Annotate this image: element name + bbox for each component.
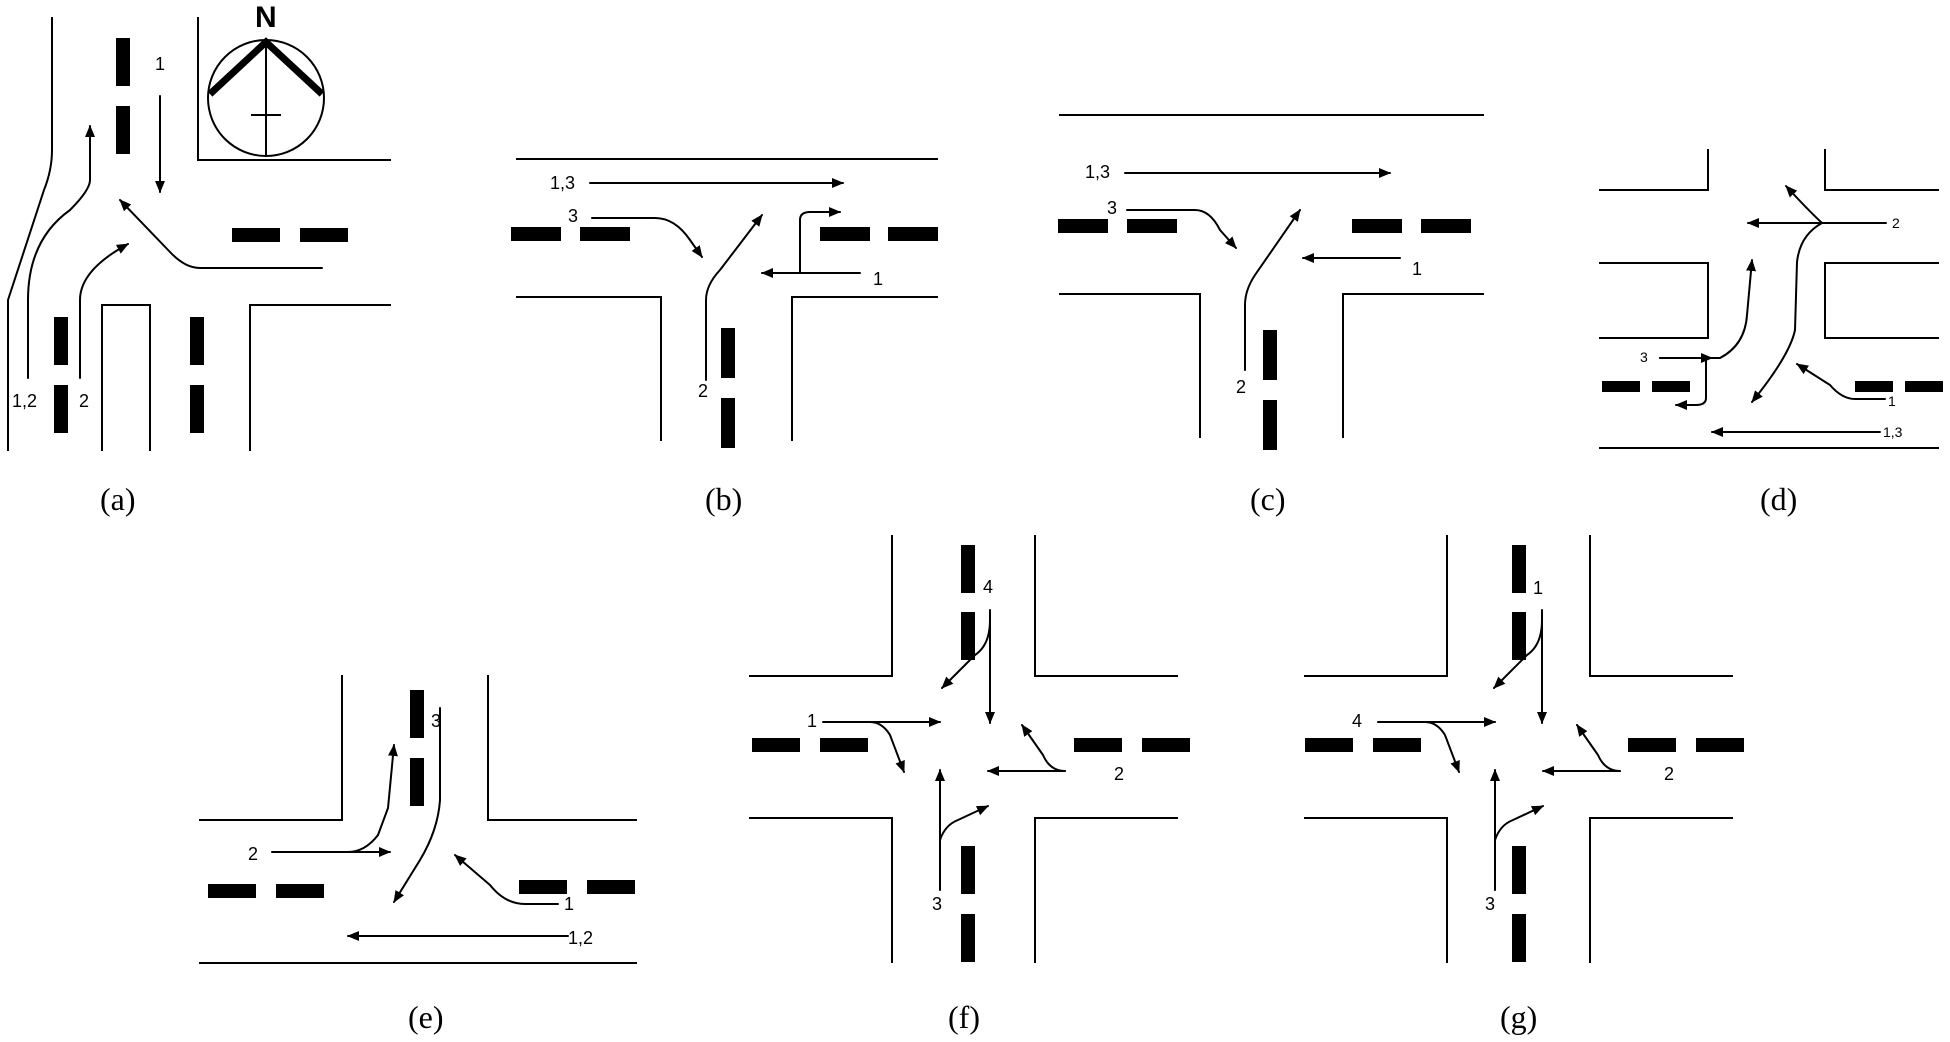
panel-f-roads xyxy=(749,535,1178,963)
panel-a-label-1: 1 xyxy=(155,54,165,74)
panel-d-movements xyxy=(1659,185,1887,437)
panel-e-label-3: 3 xyxy=(431,711,441,731)
panel-c-movements xyxy=(1124,168,1401,371)
panel-g-caption: (g) xyxy=(1500,999,1537,1035)
panel-f-label-2: 2 xyxy=(1114,764,1124,784)
panel-b-label-13: 1,3 xyxy=(550,173,575,193)
panel-e-caption: (e) xyxy=(408,999,444,1035)
panel-a-movements xyxy=(27,95,323,379)
panel-c-caption: (c) xyxy=(1250,481,1286,517)
panel-c-label-1: 1 xyxy=(1412,259,1422,279)
panel-f-label-1: 1 xyxy=(807,711,817,731)
panel-b-lane-markings xyxy=(511,227,938,448)
panel-g-label-3: 3 xyxy=(1485,894,1495,914)
panel-a-roads xyxy=(7,17,391,451)
panel-e-label-1: 1 xyxy=(564,894,574,914)
panel-f-caption: (f) xyxy=(948,999,980,1035)
panel-c-label-3: 3 xyxy=(1107,198,1117,218)
panel-c-roads xyxy=(1059,114,1484,438)
panel-a-caption: (a) xyxy=(100,481,136,517)
panel-b-caption: (b) xyxy=(705,481,742,517)
panel-c-label-2: 2 xyxy=(1236,377,1246,397)
panel-a-label-12: 1,2 xyxy=(12,391,37,411)
north-label: N xyxy=(255,1,277,34)
panel-f-label-3: 3 xyxy=(932,894,942,914)
panel-d-label-3: 3 xyxy=(1640,349,1648,365)
panel-b-label-1: 1 xyxy=(873,269,883,289)
panel-e: 3 2 1 1,2 (e) xyxy=(199,675,637,1035)
panel-c: 1,3 3 1 2 (c) xyxy=(1058,114,1484,517)
panel-e-label-2: 2 xyxy=(248,844,258,864)
panel-a-compass: N xyxy=(207,1,325,157)
panel-g-movements xyxy=(1377,609,1621,891)
panel-e-lane-markings xyxy=(208,690,635,898)
panel-f-label-4: 4 xyxy=(983,577,993,597)
panel-g: 1 4 2 3 (g) xyxy=(1304,535,1744,1035)
panel-g-lane-markings xyxy=(1305,545,1744,962)
panel-c-label-13: 1,3 xyxy=(1085,162,1110,182)
panel-f-movements xyxy=(822,609,1066,891)
panel-b-roads xyxy=(516,158,938,441)
panel-e-label-12: 1,2 xyxy=(568,928,593,948)
panel-e-movements xyxy=(271,707,569,941)
panel-a-lane-markings xyxy=(54,38,348,433)
panel-d-label-2: 2 xyxy=(1892,215,1900,231)
panel-g-label-2: 2 xyxy=(1664,764,1674,784)
panel-d-label-13: 1,3 xyxy=(1883,424,1903,440)
panel-d-roads xyxy=(1599,149,1939,449)
panel-a-label-2: 2 xyxy=(79,391,89,411)
panel-b-label-3: 3 xyxy=(568,206,578,226)
panel-d-lane-markings xyxy=(1602,381,1943,392)
panel-d: 2 3 1 1,3 (d) xyxy=(1599,149,1943,517)
panel-f: 4 1 2 3 (f) xyxy=(749,535,1190,1035)
panel-a: N 1 1,2 2 (a) xyxy=(7,1,391,517)
panel-d-label-1: 1 xyxy=(1888,393,1896,409)
panel-d-caption: (d) xyxy=(1760,481,1797,517)
panel-g-roads xyxy=(1304,535,1733,963)
panel-b-movements xyxy=(589,178,861,381)
panel-g-label-4: 4 xyxy=(1352,711,1362,731)
panel-e-roads xyxy=(199,675,637,964)
panel-c-lane-markings xyxy=(1058,219,1471,450)
panel-b-label-2: 2 xyxy=(698,381,708,401)
panel-b: 1,3 3 1 2 (b) xyxy=(511,158,938,517)
panel-g-label-1: 1 xyxy=(1533,578,1543,598)
panel-f-lane-markings xyxy=(752,545,1190,962)
